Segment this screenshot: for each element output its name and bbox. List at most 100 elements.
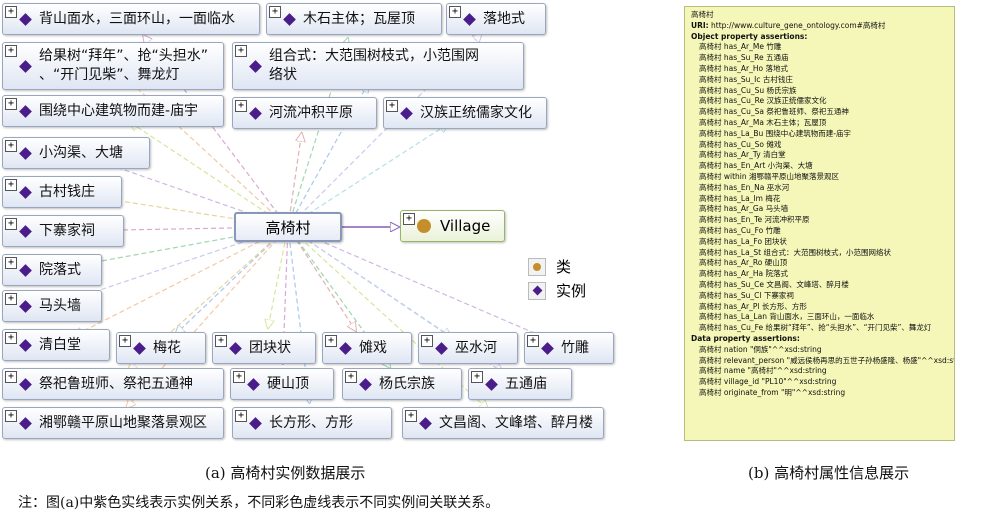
expand-icon[interactable]: + (5, 332, 17, 344)
instance-node[interactable]: + 马头墙 (2, 290, 102, 322)
instance-node[interactable]: +落地式 (446, 3, 546, 35)
relation-edge (287, 226, 356, 331)
instance-node[interactable]: +祭祀鲁班师、祭祀五通神 (2, 368, 224, 400)
relation-edge (287, 38, 348, 228)
instance-node-label: 汉族正统儒家文化 (420, 104, 532, 121)
data-property-row: 高椅村 name "高椅村"^^xsd:string (699, 366, 827, 376)
instance-node[interactable]: +杨氏宗族 (342, 368, 462, 400)
instance-node[interactable]: + 河流冲积平原 (232, 97, 377, 129)
instance-diamond-icon (19, 224, 32, 238)
expand-icon[interactable]: + (405, 410, 417, 422)
instance-node[interactable]: + 给果树“拜年”、抢“头担水” 、“开门见柴”、舞龙灯 (2, 42, 224, 90)
expand-icon[interactable]: + (471, 371, 483, 383)
center-node-gaoyi-village[interactable]: 高椅村 (234, 212, 342, 242)
legend-class: 类 (528, 256, 571, 277)
instance-node[interactable]: +傩戏 (322, 332, 412, 364)
instance-node-label: 团块状 (249, 339, 291, 356)
instance-diamond-icon (419, 416, 432, 430)
caption-left: (a) 高椅村实例数据展示 (205, 464, 366, 482)
instance-node[interactable]: + 长方形、方形 (232, 407, 392, 439)
instance-node[interactable]: + 院落式 (2, 254, 102, 286)
expand-icon[interactable]: + (527, 335, 539, 347)
expand-icon[interactable]: + (119, 335, 131, 347)
object-properties-list: 高椅村 has_Ar_Me 竹雕高椅村 has_Su_Re 五通庙高椅村 has… (691, 42, 948, 334)
instance-diamond-icon (247, 377, 260, 391)
object-property-row: 高椅村 has_Su_Re 五通庙 (699, 53, 789, 63)
panel-title: 高椅村 (691, 10, 714, 19)
instance-node[interactable]: + 木石主体；瓦屋顶 (266, 3, 442, 35)
object-property-row: 高椅村 has_La_Im 梅花 (699, 193, 781, 203)
instance-node[interactable]: +下寨家祠 (2, 215, 124, 247)
instance-diamond-icon (19, 263, 32, 277)
instance-node-label: 围绕中心建筑物而建-庙宇 (39, 102, 199, 119)
instance-node[interactable]: +梅花 (116, 332, 206, 364)
expand-icon[interactable]: + (5, 218, 17, 230)
instance-node-label: 小沟渠、大塘 (39, 144, 123, 161)
expand-icon[interactable]: + (233, 371, 245, 383)
expand-icon[interactable]: + (235, 410, 247, 422)
object-properties-header: Object property assertions: (691, 31, 808, 41)
instance-node[interactable]: +古村钱庄 (2, 176, 122, 208)
instance-node-label: 湘鄂赣平原山地聚落景观区 (39, 414, 207, 431)
expand-icon[interactable]: + (235, 100, 247, 112)
data-property-row: 高椅村 village_id "PL10"^^xsd:string (699, 377, 837, 387)
data-property-row: 高椅村 originate_from "明"^^xsd:string (699, 387, 846, 397)
expand-icon[interactable]: + (5, 45, 17, 57)
instance-node[interactable]: + 汉族正统儒家文化 (383, 97, 547, 129)
expand-icon[interactable]: + (386, 100, 398, 112)
instance-node[interactable]: +硬山顶 (230, 368, 334, 400)
instance-diamond-icon (359, 377, 372, 391)
expand-icon[interactable]: + (269, 6, 281, 18)
object-property-row: 高椅村 has_Su_Ce 文昌阁、文峰塔、醉月楼 (699, 279, 849, 289)
expand-icon[interactable]: + (215, 335, 227, 347)
relation-edge (268, 226, 289, 328)
expand-icon[interactable]: + (5, 293, 17, 305)
expand-icon[interactable]: + (449, 6, 461, 18)
expand-icon[interactable]: + (5, 6, 17, 18)
expand-icon[interactable]: + (325, 335, 337, 347)
instance-diamond-icon (249, 59, 262, 73)
legend-class-label: 类 (556, 258, 572, 276)
instance-node[interactable]: + 湘鄂赣平原山地聚落景观区 (2, 407, 224, 439)
instance-node-label: 马头墙 (39, 297, 81, 314)
object-property-row: 高椅村 has_La_Fo 团块状 (699, 236, 787, 246)
instance-node-label: 长方形、方形 (269, 414, 353, 431)
expand-icon[interactable]: + (5, 410, 17, 422)
expand-icon[interactable]: + (5, 98, 17, 110)
instance-diamond-icon (19, 185, 32, 199)
instance-node[interactable]: + 组合式：大范围树枝式，小范围网 络状 (232, 42, 524, 90)
instance-node[interactable]: +背山面水，三面环山，一面临水 (2, 3, 260, 35)
instance-node[interactable]: +竹雕 (524, 332, 614, 364)
instance-node[interactable]: + 围绕中心建筑物而建-庙宇 (2, 95, 224, 127)
caption-right: (b) 高椅村属性信息展示 (748, 464, 910, 482)
expand-icon[interactable]: + (5, 371, 17, 383)
instance-node[interactable]: +巫水河 (418, 332, 518, 364)
expand-icon[interactable]: + (345, 371, 357, 383)
object-property-row: 高椅村 has_La_Lan 背山面水，三面环山，一面临水 (699, 312, 875, 322)
expand-icon[interactable]: + (235, 45, 247, 57)
instance-node[interactable]: + 小沟渠、大塘 (2, 137, 150, 169)
legend-instance: 实例 (528, 280, 586, 301)
expand-icon[interactable]: + (421, 335, 433, 347)
instance-node[interactable]: + 五通庙 (468, 368, 572, 400)
expand-icon[interactable]: + (5, 140, 17, 152)
object-property-row: 高椅村 has_En_Na 巫水河 (699, 182, 790, 192)
object-property-row: 高椅村 has_Ar_Ho 落地式 (699, 63, 788, 73)
instance-node-label: 五通庙 (505, 375, 547, 392)
class-node-village[interactable]: + Village (400, 210, 505, 242)
instance-node-label: 木石主体；瓦屋顶 (303, 10, 415, 27)
instance-node-label: 院落式 (39, 261, 81, 278)
instance-node-label: 组合式：大范围树枝式，小范围网 络状 (269, 48, 479, 83)
instance-node[interactable]: +清白堂 (2, 329, 110, 361)
expand-icon[interactable]: + (403, 213, 415, 225)
expand-icon[interactable]: + (5, 179, 17, 191)
instance-node[interactable]: + 团块状 (212, 332, 316, 364)
instance-node[interactable]: +文昌阁、文峰塔、醉月楼 (402, 407, 604, 439)
expand-icon[interactable]: + (5, 257, 17, 269)
relation-edge (128, 80, 289, 228)
object-property-row: 高椅村 has_Cu_Fo 竹雕 (699, 225, 781, 235)
instance-node-label: 给果树“拜年”、抢“头担水” 、“开门见柴”、舞龙灯 (39, 48, 209, 83)
instance-node-label: 河流冲积平原 (269, 104, 353, 121)
instance-diamond-icon (541, 341, 554, 355)
